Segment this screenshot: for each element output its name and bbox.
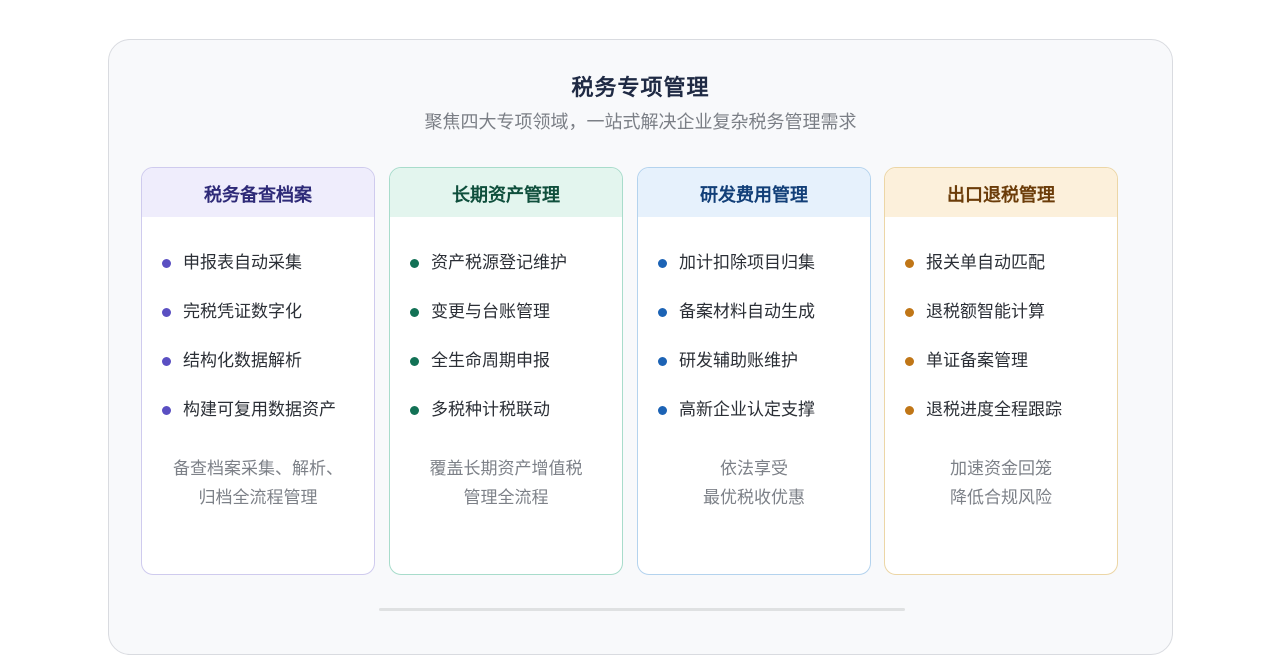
bullet-dot-icon xyxy=(658,357,667,366)
section-title: 税务专项管理 xyxy=(571,76,710,101)
list-item: 加计扣除项目归集 xyxy=(658,252,815,301)
bullet-dot-icon xyxy=(410,406,419,415)
bullet-dot-icon xyxy=(162,357,171,366)
card-description: 依法享受 最优税收优惠 xyxy=(703,459,805,508)
feature-list: 申报表自动采集 完税凭证数字化 结构化数据解析 构建可复用数据资产 xyxy=(162,252,336,448)
list-item: 构建可复用数据资产 xyxy=(162,399,336,448)
list-item: 高新企业认定支撑 xyxy=(658,399,815,448)
list-item: 结构化数据解析 xyxy=(162,350,336,399)
bullet-dot-icon xyxy=(410,357,419,366)
feature-list: 资产税源登记维护 变更与台账管理 全生命周期申报 多税种计税联动 xyxy=(410,252,567,448)
bullet-dot-icon xyxy=(162,406,171,415)
card-description: 加速资金回笼 降低合规风险 xyxy=(950,459,1052,508)
card-description: 备查档案采集、解析、 归档全流程管理 xyxy=(173,459,343,508)
card-title: 研发费用管理 xyxy=(638,168,870,217)
tax-special-management-panel: 税务专项管理 聚焦四大专项领域，一站式解决企业复杂税务管理需求 税务备查档案 申… xyxy=(108,39,1173,655)
bullet-dot-icon xyxy=(658,259,667,268)
bullet-dot-icon xyxy=(905,259,914,268)
bullet-dot-icon xyxy=(410,259,419,268)
card-title: 税务备查档案 xyxy=(142,168,374,217)
list-item: 备案材料自动生成 xyxy=(658,301,815,350)
card-description: 覆盖长期资产增值税 管理全流程 xyxy=(429,459,583,508)
bullet-dot-icon xyxy=(905,406,914,415)
card-tax-archive[interactable]: 税务备查档案 申报表自动采集 完税凭证数字化 结构化数据解析 构建可复用数据资产… xyxy=(141,167,375,575)
feature-list: 报关单自动匹配 退税额智能计算 单证备案管理 退税进度全程跟踪 xyxy=(905,252,1062,448)
list-item: 多税种计税联动 xyxy=(410,399,567,448)
list-item: 申报表自动采集 xyxy=(162,252,336,301)
card-title: 长期资产管理 xyxy=(390,168,622,217)
bullet-dot-icon xyxy=(658,308,667,317)
list-item: 变更与台账管理 xyxy=(410,301,567,350)
bullet-dot-icon xyxy=(162,259,171,268)
list-item: 资产税源登记维护 xyxy=(410,252,567,301)
divider xyxy=(379,608,905,611)
bullet-dot-icon xyxy=(905,357,914,366)
list-item: 单证备案管理 xyxy=(905,350,1062,399)
list-item: 研发辅助账维护 xyxy=(658,350,815,399)
card-long-term-assets[interactable]: 长期资产管理 资产税源登记维护 变更与台账管理 全生命周期申报 多税种计税联动 … xyxy=(389,167,623,575)
list-item: 全生命周期申报 xyxy=(410,350,567,399)
bullet-dot-icon xyxy=(410,308,419,317)
list-item: 退税额智能计算 xyxy=(905,301,1062,350)
bullet-dot-icon xyxy=(658,406,667,415)
bullet-dot-icon xyxy=(162,308,171,317)
list-item: 退税进度全程跟踪 xyxy=(905,399,1062,448)
list-item: 完税凭证数字化 xyxy=(162,301,336,350)
card-rd-expenses[interactable]: 研发费用管理 加计扣除项目归集 备案材料自动生成 研发辅助账维护 高新企业认定支… xyxy=(637,167,871,575)
feature-list: 加计扣除项目归集 备案材料自动生成 研发辅助账维护 高新企业认定支撑 xyxy=(658,252,815,448)
card-export-tax-refund[interactable]: 出口退税管理 报关单自动匹配 退税额智能计算 单证备案管理 退税进度全程跟踪 加… xyxy=(884,167,1118,575)
list-item: 报关单自动匹配 xyxy=(905,252,1062,301)
bullet-dot-icon xyxy=(905,308,914,317)
feature-cards: 税务备查档案 申报表自动采集 完税凭证数字化 结构化数据解析 构建可复用数据资产… xyxy=(141,167,1141,577)
section-subtitle: 聚焦四大专项领域，一站式解决企业复杂税务管理需求 xyxy=(424,112,857,133)
card-title: 出口退税管理 xyxy=(885,168,1117,217)
